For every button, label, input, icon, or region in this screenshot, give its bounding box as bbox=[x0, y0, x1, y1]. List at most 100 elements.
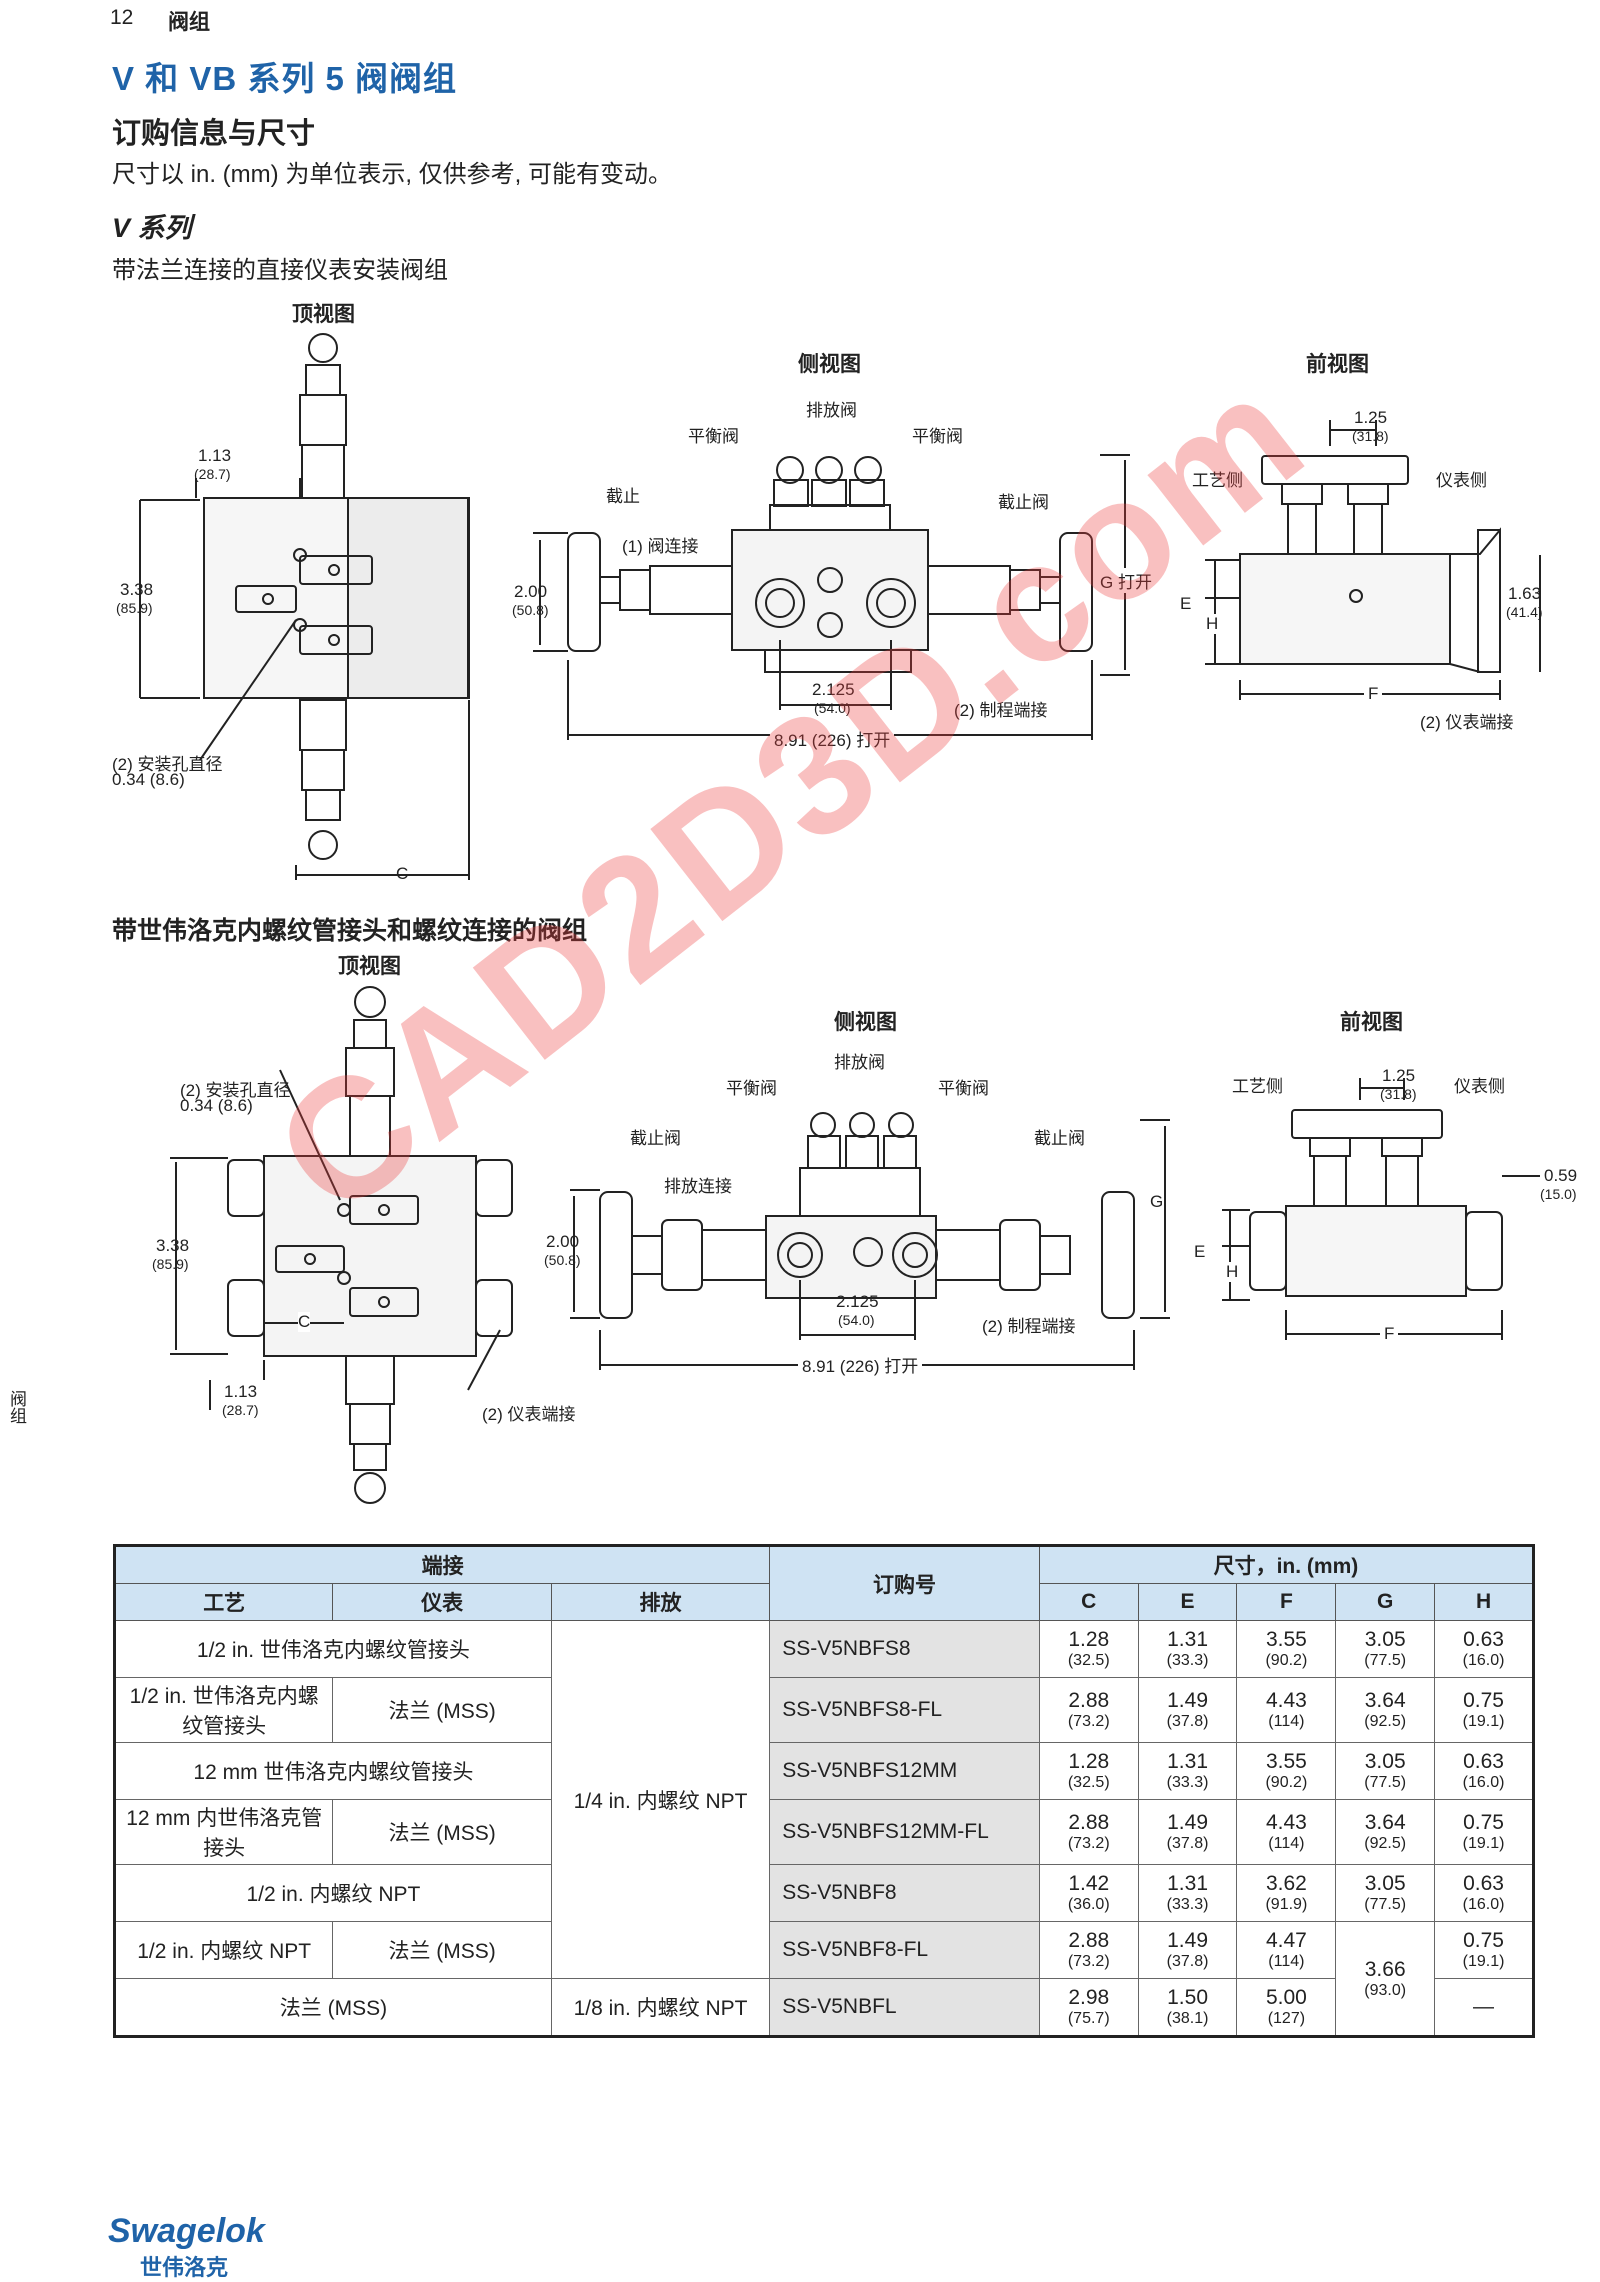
cell-c: 2.88(73.2) bbox=[1038, 1677, 1139, 1743]
val-c: 1.42 bbox=[1068, 1872, 1110, 1895]
val-e-mm: (37.8) bbox=[1166, 1835, 1209, 1852]
th-f: F bbox=[1236, 1583, 1337, 1621]
cell-e: 1.49(37.8) bbox=[1137, 1921, 1238, 1979]
cell-f: 4.47(114) bbox=[1236, 1921, 1337, 1979]
cell-process: 1/2 in. 内螺纹 NPT bbox=[114, 1864, 552, 1922]
d2-dim-1-13-mm: (28.7) bbox=[222, 1402, 259, 1418]
brand-logo-cn: 世伟洛克 bbox=[140, 2255, 229, 2280]
top-view-drawing bbox=[139, 333, 470, 880]
cell-h: 0.75(19.1) bbox=[1434, 1677, 1534, 1743]
d1-mount-hole: (2) 安装孔直径 bbox=[112, 755, 223, 774]
val-c-mm: (36.0) bbox=[1067, 1896, 1110, 1913]
d2-process-end: (2) 制程端接 bbox=[982, 1317, 1076, 1336]
val-f-mm: (90.2) bbox=[1265, 1774, 1308, 1791]
cell-order: SS-V5NBFS8-FL bbox=[769, 1677, 1040, 1743]
val-e: 1.50 bbox=[1167, 1986, 1208, 2009]
cell-e: 1.49(37.8) bbox=[1137, 1799, 1238, 1865]
side-tab: 阀组 bbox=[7, 1390, 26, 1424]
val-h-mm: (16.0) bbox=[1462, 1774, 1505, 1791]
val-c: 1.28 bbox=[1068, 1628, 1110, 1651]
ordering-table: 端接 订购号 尺寸，in. (mm) 工艺 仪表 排放 C E F G H 1/… bbox=[113, 1544, 1535, 2038]
d2-instrument-end: (2) 仪表端接 bbox=[482, 1405, 576, 1424]
d1-dim-2-125-mm: (54.0) bbox=[814, 700, 851, 716]
val-h: 0.75 bbox=[1463, 1689, 1504, 1712]
cell-g: 3.64(92.5) bbox=[1335, 1799, 1436, 1865]
th-g: G bbox=[1335, 1583, 1436, 1621]
d2-dim-8-91: 8.91 (226) 打开 bbox=[798, 1352, 923, 1377]
table-row: 1/2 in. 世伟洛克内螺纹管接头 法兰 (MSS) SS-V5NBFS8-F… bbox=[113, 1677, 1534, 1743]
cell-e: 1.31(33.3) bbox=[1137, 1620, 1238, 1678]
table-row: 12 mm 世伟洛克内螺纹管接头 SS-V5NBFS12MM 1.28(32.5… bbox=[114, 1742, 1534, 1800]
cell-f: 5.00(127) bbox=[1236, 1978, 1337, 2037]
val-h: 0.75 bbox=[1463, 1811, 1504, 1834]
d1-mount-hole-dim: 0.34 (8.6) bbox=[112, 770, 185, 789]
cell-drain: 1/8 in. 内螺纹 NPT bbox=[550, 1978, 771, 2037]
table-row: 1/2 in. 内螺纹 NPT SS-V5NBF8 1.42(36.0) 1.3… bbox=[114, 1864, 1534, 1922]
val-g: 3.05 bbox=[1364, 1872, 1406, 1895]
val-e: 1.31 bbox=[1167, 1750, 1208, 1773]
front-view-drawing bbox=[1205, 420, 1541, 700]
d1-label-h: H bbox=[1206, 614, 1219, 634]
val-f-mm: (90.2) bbox=[1265, 1652, 1308, 1669]
val-h: 0.63 bbox=[1463, 1628, 1504, 1651]
val-f: 4.43 bbox=[1265, 1811, 1307, 1834]
dimension-note: 尺寸以 in. (mm) 为单位表示, 仅供参考, 可能有变动。 bbox=[112, 161, 672, 188]
cell-f: 3.55(90.2) bbox=[1236, 1620, 1337, 1678]
d1-label-f: F bbox=[1364, 684, 1383, 704]
d1-dim-2-125: 2.125 bbox=[812, 680, 855, 699]
th-h: H bbox=[1434, 1583, 1534, 1621]
cell-e: 1.31(33.3) bbox=[1137, 1864, 1238, 1922]
tube-subheading: 带世伟洛克内螺纹管接头和螺纹连接的阀组 bbox=[112, 917, 588, 945]
val-f: 5.00 bbox=[1265, 1986, 1307, 2009]
cell-h: — bbox=[1434, 1978, 1534, 2037]
val-c-mm: (73.2) bbox=[1067, 1953, 1110, 1970]
d1-instrument-side: 仪表侧 bbox=[1436, 471, 1487, 490]
val-g: 3.05 bbox=[1364, 1750, 1406, 1773]
cell-h: 0.75(19.1) bbox=[1434, 1921, 1534, 1979]
val-h: 0.63 bbox=[1463, 1750, 1504, 1773]
cell-f: 3.55(90.2) bbox=[1236, 1742, 1337, 1800]
val-f-mm: (114) bbox=[1268, 1835, 1305, 1852]
d2-dim-3-38-mm: (85.9) bbox=[152, 1256, 189, 1272]
cell-order: SS-V5NBF8-FL bbox=[769, 1921, 1040, 1979]
val-g-mm: (77.5) bbox=[1364, 1652, 1407, 1669]
cell-h: 0.63(16.0) bbox=[1434, 1620, 1534, 1678]
d2-dim-3-38: 3.38 bbox=[156, 1236, 190, 1255]
val-e: 1.31 bbox=[1167, 1628, 1208, 1651]
val-g-mm: (77.5) bbox=[1364, 1774, 1407, 1791]
cell-order: SS-V5NBFS8 bbox=[769, 1620, 1040, 1678]
d1-g-open: G 打开 bbox=[1100, 568, 1152, 593]
ordering-heading: 订购信息与尺寸 bbox=[112, 118, 316, 150]
d1-dim-1-13: 1.13 bbox=[198, 446, 232, 465]
val-f: 3.55 bbox=[1265, 1750, 1307, 1773]
d2-balance-left: 平衡阀 bbox=[726, 1079, 777, 1098]
d2-label-g: G bbox=[1150, 1192, 1164, 1212]
d1-side-view-title: 侧视图 bbox=[798, 353, 861, 376]
val-g-mm: (93.0) bbox=[1364, 1981, 1407, 1999]
cell-g: 3.05(77.5) bbox=[1335, 1864, 1436, 1922]
d2-process-side: 工艺侧 bbox=[1232, 1077, 1283, 1096]
val-h-mm: (16.0) bbox=[1462, 1896, 1505, 1913]
d1-dim-8-91: 8.91 (226) 打开 bbox=[770, 726, 895, 751]
th-dims: 尺寸，in. (mm) bbox=[1038, 1545, 1535, 1584]
d1-instrument-end: (2) 仪表端接 bbox=[1420, 713, 1514, 732]
cell-g: 3.64(92.5) bbox=[1335, 1677, 1436, 1743]
cell-instrument: 法兰 (MSS) bbox=[332, 1799, 552, 1865]
d2-dim-0-59-mm: (15.0) bbox=[1540, 1186, 1577, 1202]
d2-dim-1-25-mm: (31.8) bbox=[1380, 1086, 1417, 1102]
val-h-mm: (19.1) bbox=[1462, 1713, 1505, 1730]
section-name: 阀组 bbox=[168, 11, 210, 34]
d1-process-side: 工艺侧 bbox=[1192, 471, 1243, 490]
cell-e: 1.31(33.3) bbox=[1137, 1742, 1238, 1800]
val-h: 0.75 bbox=[1463, 1929, 1504, 1952]
val-g-mm: (77.5) bbox=[1364, 1896, 1407, 1913]
table-row: 1/2 in. 内螺纹 NPT 法兰 (MSS) SS-V5NBF8-FL 2.… bbox=[113, 1921, 1534, 2037]
th-drain: 排放 bbox=[550, 1583, 771, 1621]
val-f: 3.62 bbox=[1265, 1872, 1307, 1895]
page-number: 12 bbox=[110, 6, 134, 29]
val-h-mm: (16.0) bbox=[1462, 1652, 1505, 1669]
d1-dim-1-13-mm: (28.7) bbox=[194, 466, 231, 482]
d1-label-e: E bbox=[1180, 594, 1192, 613]
val-h-mm: (19.1) bbox=[1462, 1835, 1505, 1852]
d1-dim-3-38-mm: (85.9) bbox=[116, 600, 153, 616]
